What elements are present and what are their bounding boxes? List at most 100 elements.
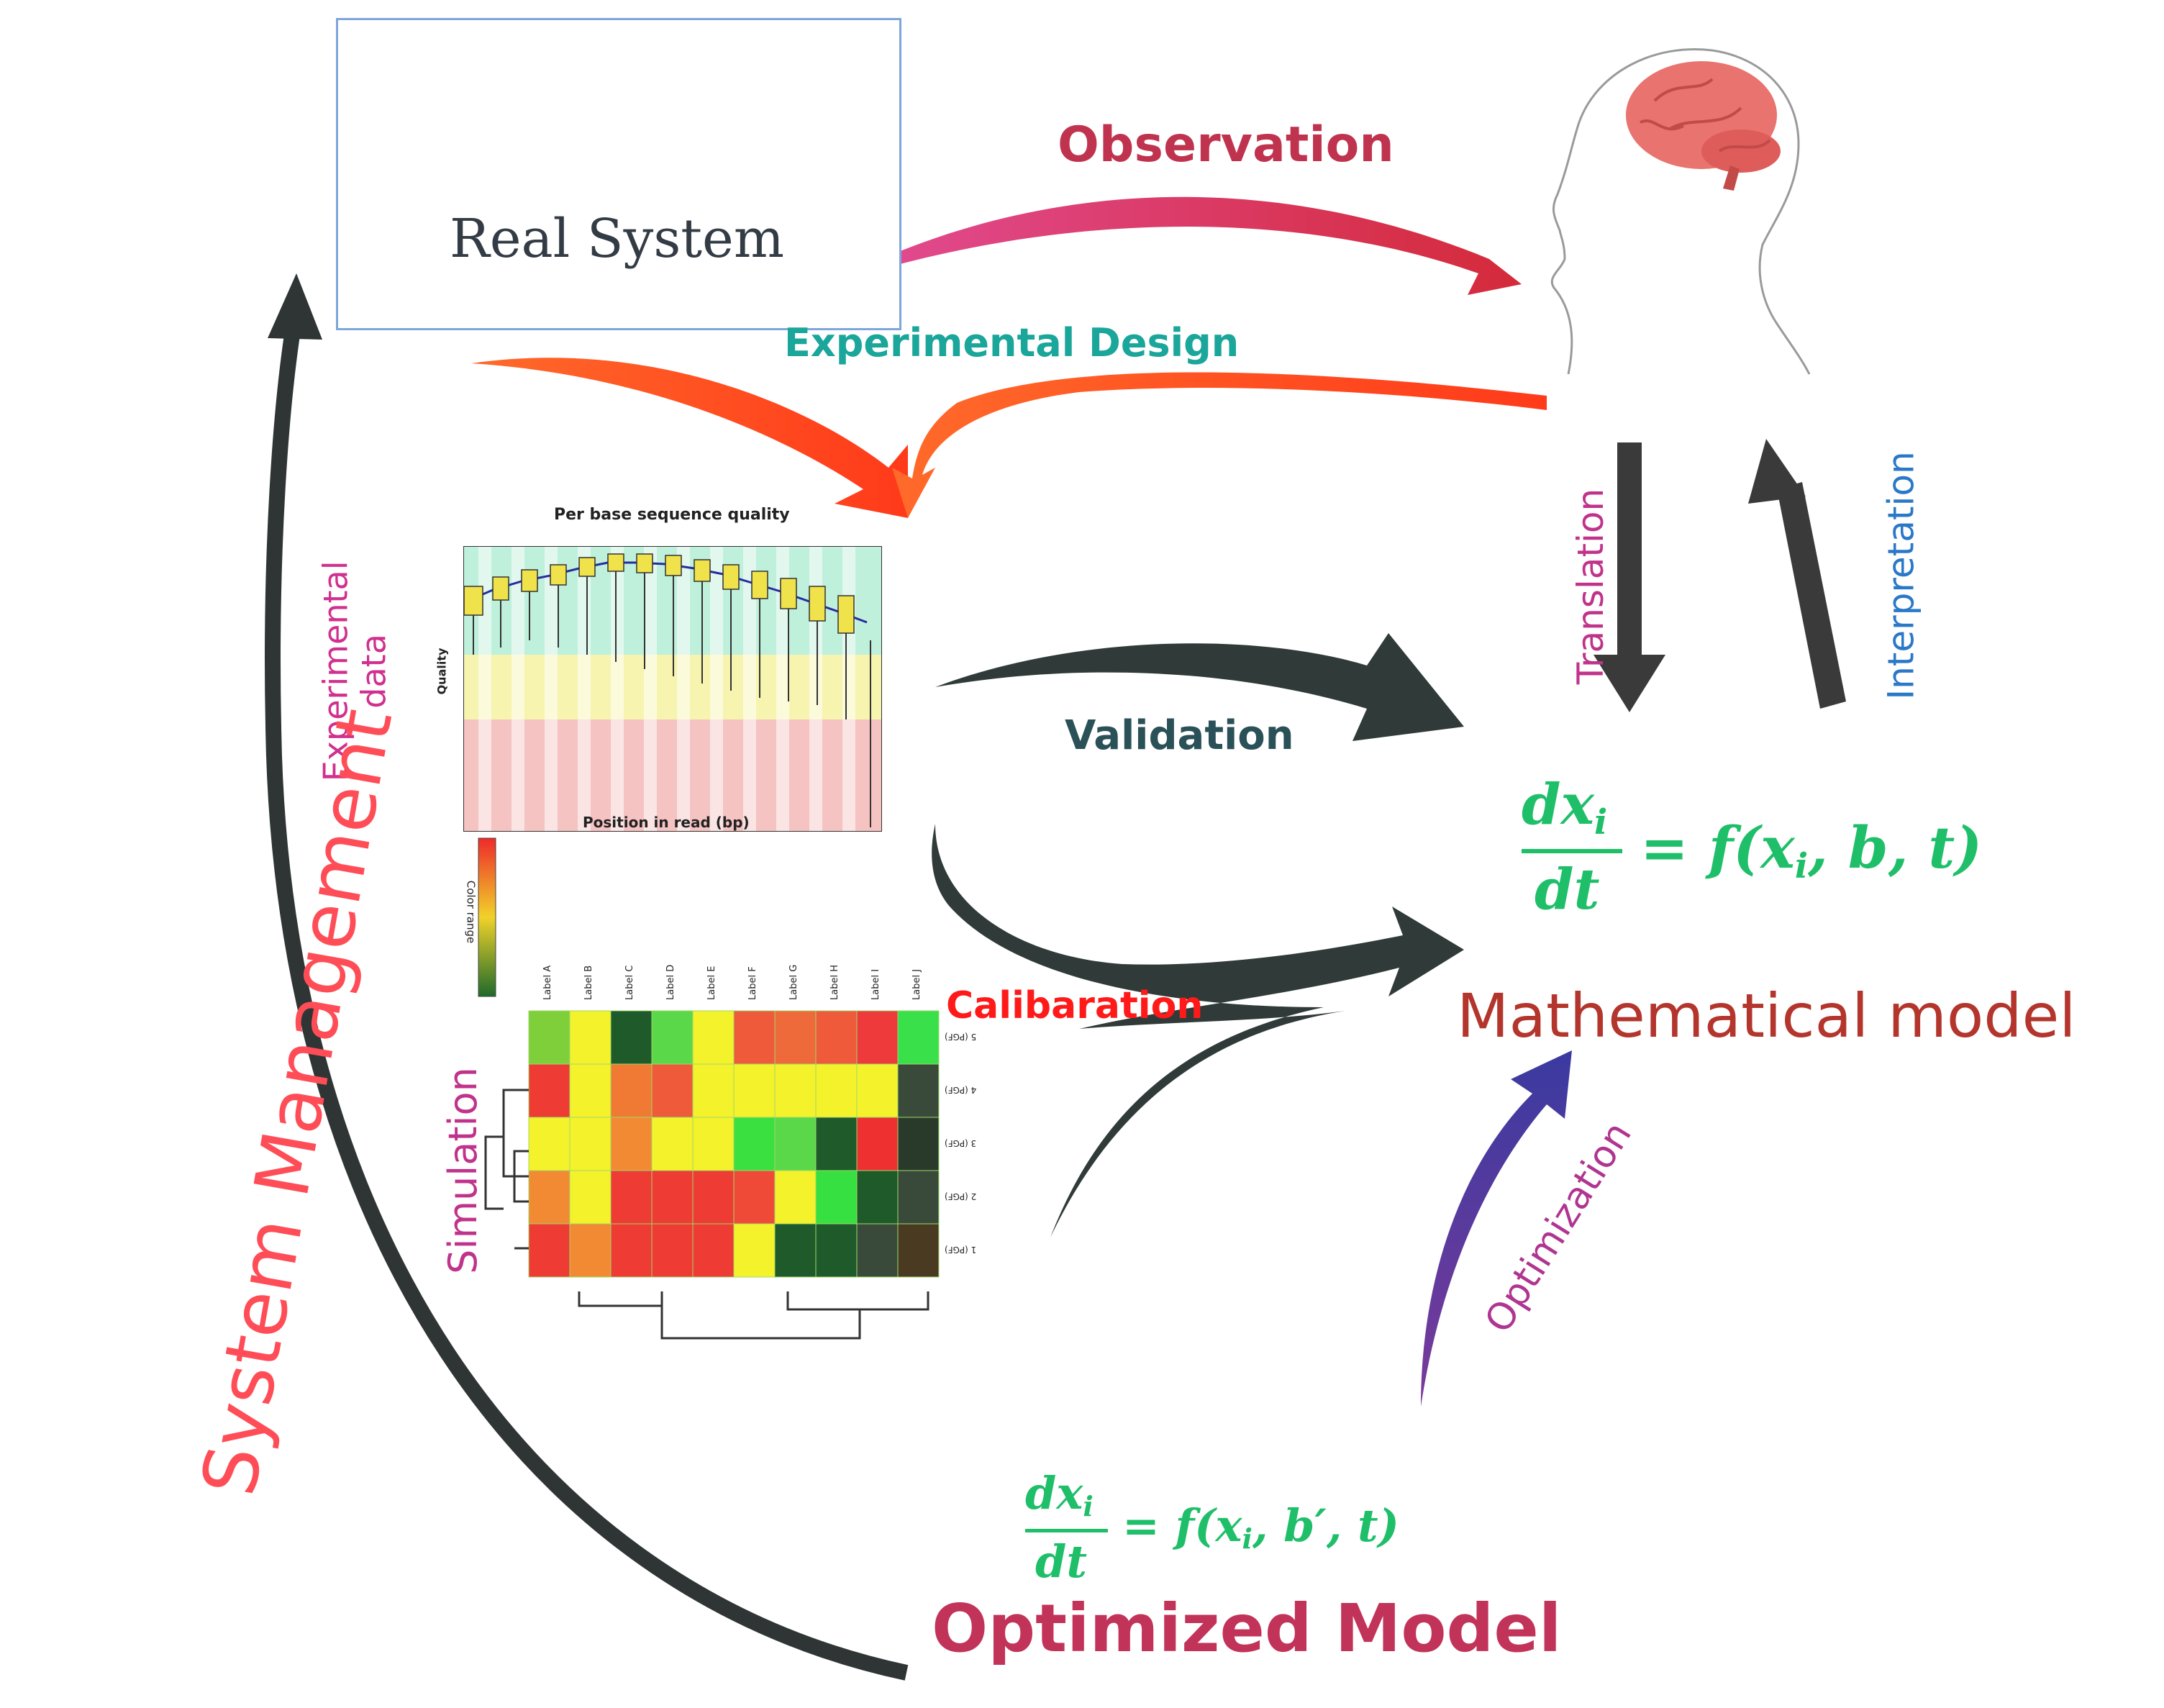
translation-label: Translation <box>1570 488 1612 685</box>
heatmap-column-label: Label B <box>583 965 594 1000</box>
heatmap-row-label: 1 (PGF) <box>945 1245 977 1255</box>
heatmap-cell <box>528 1170 570 1225</box>
heatmap-cell <box>692 1223 735 1278</box>
optimized-eq-fraction-bar <box>1025 1529 1108 1532</box>
heatmap-column-label: Label G <box>788 964 799 1000</box>
heatmap-cell <box>897 1170 940 1225</box>
interpretation-arrow-shaft <box>1777 482 1846 709</box>
heatmap-cell <box>897 1223 940 1278</box>
colorbar-label: Color range <box>464 880 478 944</box>
heatmap-cell <box>897 1117 940 1171</box>
heatmap-cell <box>528 1223 570 1278</box>
heatmap-cell <box>815 1117 858 1171</box>
real-system-box <box>336 18 901 330</box>
real-system-label: Real System <box>450 208 784 270</box>
heatmap-row-label: 5 (PGF) <box>945 1032 977 1042</box>
interpretation-label: Interpretation <box>1880 451 1922 700</box>
quality-plot-title: Per base sequence quality <box>554 506 790 524</box>
heatmap-column-label: Label J <box>911 968 922 1000</box>
mathematical-model-label: Mathematical model <box>1457 981 2076 1051</box>
exp-design-arrow-left <box>471 358 908 518</box>
heatmap-cell <box>774 1170 817 1225</box>
model-equation: dxi dt = f(xi, b, t) <box>1522 777 2025 935</box>
quality-plot: Per base sequence quality <box>424 507 892 838</box>
heatmap-cell <box>856 1117 899 1171</box>
heatmap-cell <box>774 1117 817 1171</box>
brain-illustration <box>1626 61 1781 191</box>
heatmap-cell <box>815 1223 858 1278</box>
heatmap-cell <box>528 1010 570 1065</box>
optimized-eq-numerator: dxi <box>1025 1467 1094 1522</box>
heatmap-cell <box>610 1223 653 1278</box>
calibration-label: Calibaration <box>946 984 1204 1027</box>
exp-design-arrow-right <box>892 372 1547 518</box>
heatmap-cell <box>651 1223 694 1278</box>
optimized-equation: dxi dt = f(xi, b′, t) <box>1025 1471 1529 1601</box>
optimization-arrow <box>1421 1050 1572 1407</box>
heatmap-cell <box>651 1170 694 1225</box>
heatmap-cell <box>692 1063 735 1118</box>
head-illustration <box>1550 48 1811 375</box>
validation-label: Validation <box>1065 712 1294 759</box>
heatmap-column-label: Label H <box>829 965 840 1000</box>
heatmap-cell <box>856 1010 899 1065</box>
optimized-eq-denominator: dt <box>1035 1535 1087 1588</box>
model-eq-numerator: dxi <box>1522 772 1608 842</box>
heatmap-cell <box>733 1223 776 1278</box>
heatmap-cell <box>569 1010 612 1065</box>
model-eq-fraction-bar <box>1522 849 1622 853</box>
heatmap-cell <box>815 1170 858 1225</box>
heatmap-cell <box>610 1063 653 1118</box>
heatmap-cell <box>733 1170 776 1225</box>
heatmap-cell <box>815 1010 858 1065</box>
translation-arrow-shaft <box>1617 442 1642 666</box>
heatmap-cell <box>774 1223 817 1278</box>
heatmap-cell <box>651 1063 694 1118</box>
heatmap-row-label: 4 (PGF) <box>945 1085 977 1095</box>
optimized-model-label: Optimized Model <box>932 1590 1562 1667</box>
optimized-eq-rhs: = f(xi, b′, t) <box>1122 1499 1399 1555</box>
heatmap-cell <box>569 1170 612 1225</box>
validation-arrow <box>935 633 1464 741</box>
heatmap-cell <box>774 1010 817 1065</box>
quality-plot-area <box>463 546 882 832</box>
heatmap-column-label: Label A <box>542 965 553 1000</box>
heatmap-column-label: Label D <box>665 964 676 1000</box>
model-eq-denominator: dt <box>1535 857 1600 922</box>
heatmap-column-label: Label C <box>624 965 635 1000</box>
heatmap-cell <box>856 1063 899 1118</box>
heatmap-cell <box>528 1117 570 1171</box>
heatmap-cell <box>692 1010 735 1065</box>
experimental-data-line2: data <box>354 634 394 709</box>
heatmap-cell <box>569 1223 612 1278</box>
heatmap-cell <box>856 1223 899 1278</box>
heatmap-row-label: 3 (PGF) <box>945 1138 977 1148</box>
heatmap-cell <box>856 1170 899 1225</box>
observation-label: Observation <box>1058 117 1394 173</box>
heatmap-cell <box>733 1010 776 1065</box>
system-management-arrow <box>265 315 909 1681</box>
heatmap-cell <box>733 1117 776 1171</box>
heatmap-cell <box>651 1010 694 1065</box>
heatmap-cell <box>528 1063 570 1118</box>
calibration-arrow <box>932 824 1464 1237</box>
heatmap-column-label: Label I <box>870 968 881 1000</box>
heatmap-cell <box>569 1063 612 1118</box>
heatmap-row-label: 2 (PGF) <box>945 1191 977 1201</box>
heatmap-cell <box>815 1063 858 1118</box>
quality-plot-ylabel: Quality <box>435 648 449 695</box>
heatmap-cell <box>692 1170 735 1225</box>
observation-arrow <box>881 196 1522 295</box>
simulation-label: Simulation <box>440 1067 486 1274</box>
heatmap-column-label: Label E <box>706 966 717 1000</box>
heatmap-cell <box>610 1010 653 1065</box>
heatmap-cell <box>651 1117 694 1171</box>
heatmap-column-label: Label F <box>747 966 758 1000</box>
heatmap-cell <box>774 1063 817 1118</box>
interpretation-arrowhead <box>1748 439 1806 504</box>
translation-arrowhead <box>1594 655 1665 712</box>
heatmap-cell <box>610 1117 653 1171</box>
heatmap-cell <box>733 1063 776 1118</box>
heatmap-graphics <box>478 837 940 1340</box>
